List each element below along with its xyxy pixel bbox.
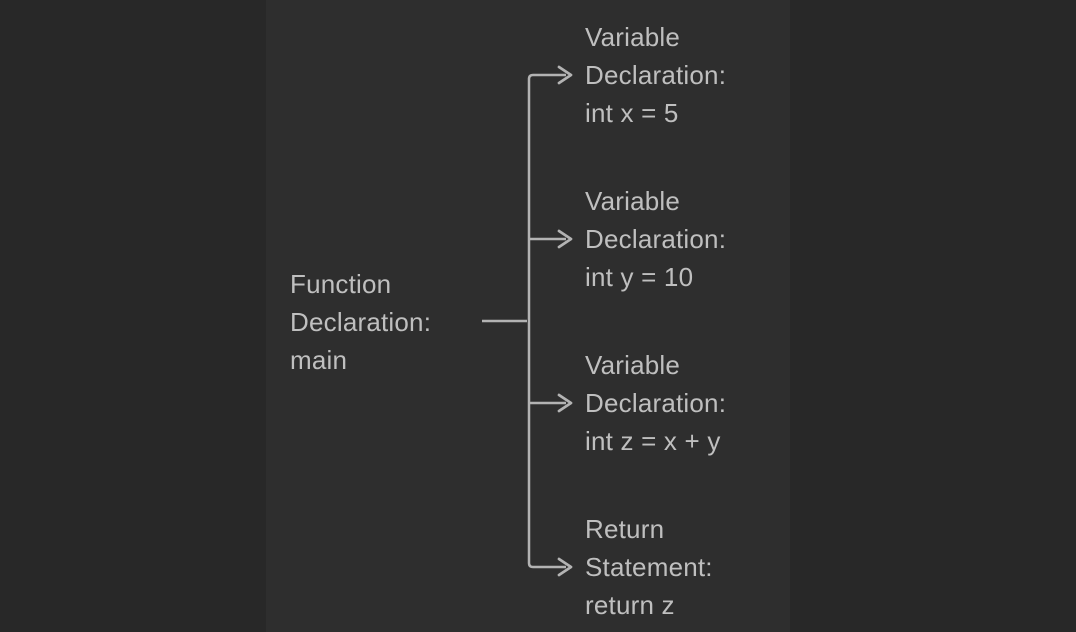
node-variable-declaration-x: Variable Declaration: int x = 5 [585, 22, 727, 128]
node-variable-declaration-y: Variable Declaration: int y = 10 [585, 186, 727, 292]
node-function-declaration-main: Function Declaration: main [290, 269, 432, 375]
arrowhead-icon [557, 229, 573, 249]
node-return-statement: Return Statement: return z [585, 514, 713, 620]
arrowhead-icon [557, 65, 573, 85]
arrowhead-icon [557, 557, 573, 577]
arrowhead-icon [557, 393, 573, 413]
trunk-line [527, 73, 566, 569]
node-variable-declaration-z: Variable Declaration: int z = x + y [585, 350, 727, 456]
